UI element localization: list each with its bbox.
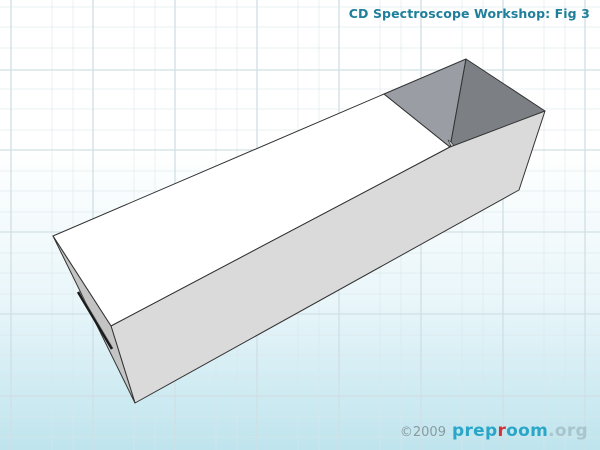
- slit: [76, 291, 114, 350]
- prepgroom-logo[interactable]: preproom.org: [451, 421, 588, 441]
- copyright: ©2009: [399, 425, 446, 440]
- figure-title: CD Spectroscope Workshop: Fig 3: [348, 6, 590, 21]
- footer: ©2009 preproom.org: [400, 421, 588, 441]
- logo-flame-r: r: [497, 421, 507, 441]
